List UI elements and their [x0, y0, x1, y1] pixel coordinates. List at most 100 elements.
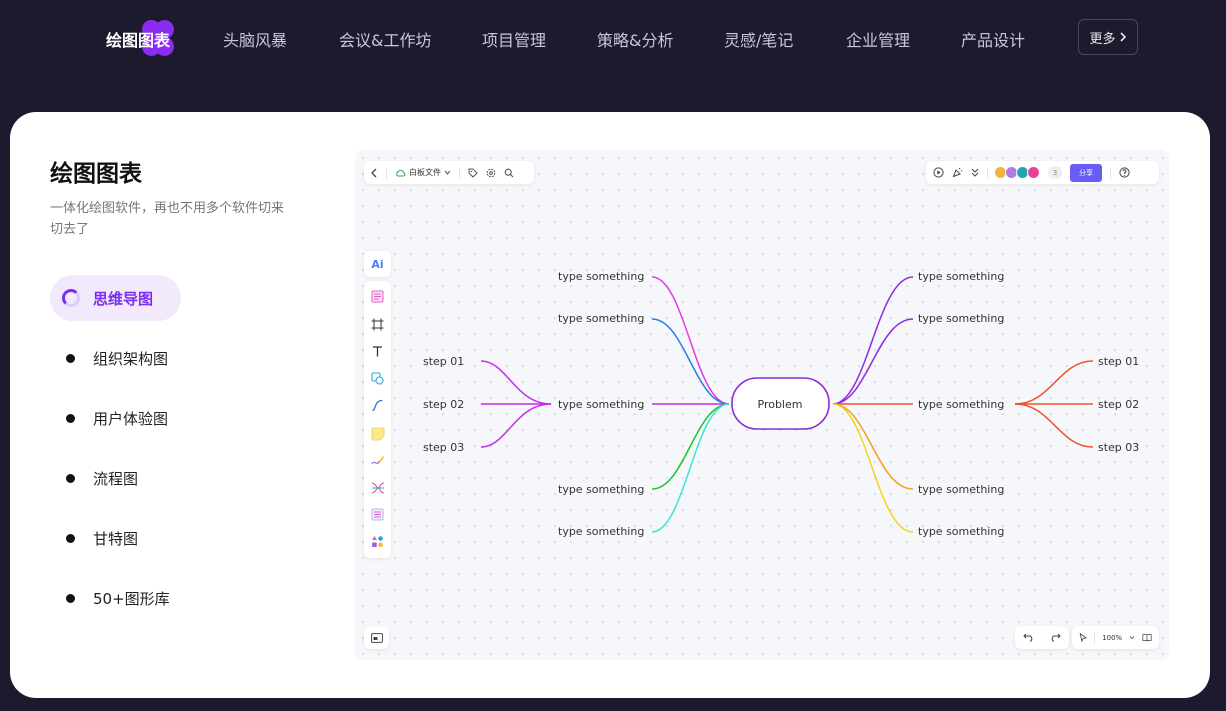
right-branch-2[interactable]: type something [918, 312, 1004, 325]
back-chevron-icon[interactable] [370, 168, 378, 178]
menu-item-label: 流程图 [93, 470, 139, 488]
view-toolbar: 100% [1072, 626, 1159, 649]
play-icon[interactable] [933, 167, 944, 178]
redo-icon[interactable] [1050, 633, 1061, 642]
left-branch-4[interactable]: type something [558, 483, 644, 496]
whiteboard-preview: Problem type something type something ty… [355, 150, 1169, 660]
share-button[interactable]: 分享 [1070, 163, 1102, 182]
nav-tab-strategy-analysis[interactable]: 策略&分析 [597, 31, 674, 50]
minimap-icon [370, 632, 383, 643]
file-name-dropdown[interactable]: 白板文件 [395, 167, 451, 178]
menu-item-label: 甘特图 [93, 530, 139, 548]
more-tools-icon[interactable] [370, 534, 385, 549]
text-tool-icon[interactable] [370, 344, 385, 359]
edge-center-right-bot [832, 403, 914, 490]
undo-icon[interactable] [1023, 633, 1034, 642]
right-step-3[interactable]: step 03 [1098, 441, 1139, 454]
double-chevron-down-icon[interactable] [971, 168, 979, 177]
bullet-icon [66, 474, 75, 483]
cloud-icon [396, 169, 406, 176]
toolbar-divider [1110, 166, 1111, 179]
more-button[interactable]: 更多 [1078, 19, 1138, 55]
left-branch-5[interactable]: type something [558, 525, 644, 538]
loading-spinner-icon [62, 289, 80, 307]
chevron-down-icon [444, 170, 451, 175]
left-branch-2[interactable]: type something [558, 312, 644, 325]
menu-item-label: 组织架构图 [93, 350, 169, 368]
bullet-icon [66, 414, 75, 423]
bullet-icon [66, 534, 75, 543]
chevron-right-icon [1119, 32, 1126, 42]
right-step-2[interactable]: step 02 [1098, 398, 1139, 411]
nav-tab-enterprise-management[interactable]: 企业管理 [846, 31, 911, 50]
left-branch-3[interactable]: type something [558, 398, 644, 411]
edge-center-right-top [832, 276, 914, 405]
nav-tab-inspiration-notes[interactable]: 灵感/笔记 [724, 31, 794, 50]
collaborator-avatars[interactable] [994, 166, 1040, 179]
zoom-level[interactable]: 100% [1102, 633, 1123, 642]
mind-map-tool-icon[interactable] [370, 480, 385, 495]
left-branch-1[interactable]: type something [558, 270, 644, 283]
menu-item-flowchart[interactable]: 流程图 [66, 468, 138, 489]
board-top-right-toolbar: 3 分享 [926, 161, 1159, 184]
menu-item-shape-library[interactable]: 50+图形库 [66, 588, 170, 609]
frame-tool-icon[interactable] [370, 317, 385, 332]
nav-tab-project-management[interactable]: 项目管理 [482, 31, 547, 50]
left-step-1[interactable]: step 01 [423, 355, 464, 368]
menu-item-label: 思维导图 [93, 289, 154, 308]
ai-label: Ai [371, 257, 384, 271]
celebrate-icon[interactable] [952, 167, 963, 178]
nav-tab-meeting-workshop[interactable]: 会议&工作坊 [339, 31, 432, 50]
help-icon[interactable] [1119, 167, 1130, 178]
gear-icon[interactable] [486, 168, 496, 178]
center-node-label: Problem [758, 398, 803, 411]
book-icon[interactable] [1142, 633, 1152, 643]
history-toolbar [1015, 626, 1069, 649]
search-icon[interactable] [504, 168, 514, 178]
nav-tab-brainstorm[interactable]: 头脑风暴 [223, 31, 288, 50]
edge-center-right-bot2 [832, 403, 914, 533]
feature-card: 绘图图表 一体化绘图软件，再也不用多个软件切来切去了 思维导图 组织架构图 用户… [10, 112, 1210, 698]
edge-center-right-top2 [832, 318, 914, 405]
pointer-icon[interactable] [1079, 632, 1088, 643]
center-node-shape[interactable] [731, 377, 830, 430]
toolbar-divider [386, 166, 387, 179]
right-step-1[interactable]: step 01 [1098, 355, 1139, 368]
shape-tool-icon[interactable] [370, 371, 385, 386]
menu-item-gantt[interactable]: 甘特图 [66, 528, 138, 549]
menu-item-mind-map[interactable]: 思维导图 [50, 275, 181, 321]
edge-center-left-bot2 [651, 403, 730, 533]
tag-icon[interactable] [468, 168, 478, 178]
right-branch-5[interactable]: type something [918, 525, 1004, 538]
menu-item-org-chart[interactable]: 组织架构图 [66, 348, 168, 369]
toolbar-divider [987, 166, 988, 179]
chevron-down-icon[interactable] [1129, 635, 1135, 640]
template-tool-icon[interactable] [370, 289, 385, 304]
right-branch-1[interactable]: type something [918, 270, 1004, 283]
nav-tab-product-design[interactable]: 产品设计 [961, 31, 1026, 50]
edge-center-left-top [651, 276, 730, 405]
board-vertical-toolbar [364, 281, 391, 558]
left-step-2[interactable]: step 02 [423, 398, 464, 411]
edge-right-step03 [1014, 403, 1094, 448]
more-label: 更多 [1089, 31, 1116, 47]
right-branch-3[interactable]: type something [918, 398, 1004, 411]
table-tool-icon[interactable] [370, 507, 385, 522]
pen-tool-icon[interactable] [370, 453, 385, 468]
board-top-left-toolbar: 白板文件 [364, 161, 534, 184]
nav-tab-drawing[interactable]: 绘图图表 [106, 31, 171, 50]
menu-item-ux-map[interactable]: 用户体验图 [66, 408, 168, 429]
ai-assistant-button[interactable]: Ai [364, 251, 391, 277]
file-name-label: 白板文件 [409, 168, 441, 177]
left-step-3[interactable]: step 03 [423, 441, 464, 454]
menu-item-label: 用户体验图 [93, 410, 169, 428]
section-title: 绘图图表 [50, 161, 142, 187]
sticky-note-tool-icon[interactable] [370, 426, 385, 441]
edge-center-left-top2 [651, 318, 730, 405]
avatar-overflow-count[interactable]: 3 [1048, 166, 1062, 179]
right-branch-4[interactable]: type something [918, 483, 1004, 496]
connector-tool-icon[interactable] [370, 398, 385, 413]
mind-map-diagram: Problem type something type something ty… [423, 270, 1139, 538]
edge-left-step01 [480, 360, 552, 405]
minimap-toggle[interactable] [364, 626, 389, 649]
